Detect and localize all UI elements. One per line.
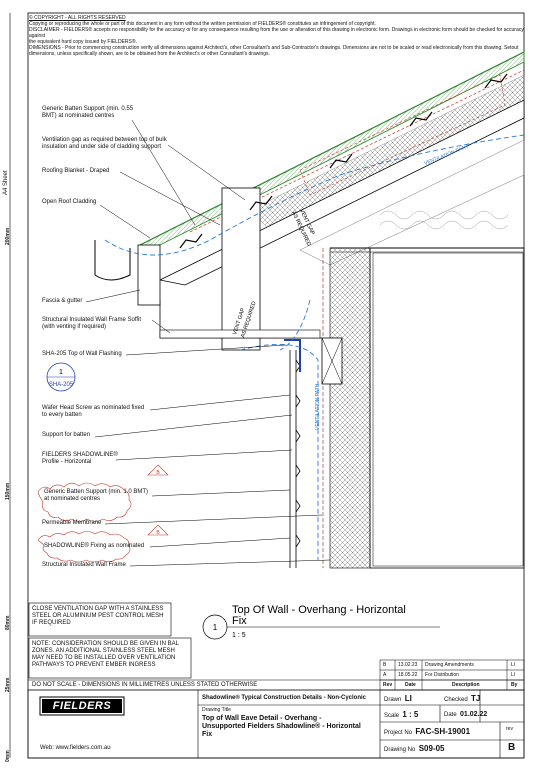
revision-triangle-2 bbox=[147, 524, 169, 536]
label-permeable-membrane: Permeable Membrane bbox=[42, 520, 102, 526]
label-shadowline-fixing: SHADOWLINE® Fixing as nominated bbox=[44, 543, 145, 549]
website-text: Web: www.fielders.com.au bbox=[40, 745, 111, 751]
disclaimer-notice-2: the equivalent hard copy issued by FIELD… bbox=[29, 39, 137, 45]
note-bal-text: NOTE: CONSIDERATION SHOULD BE GIVEN IN B… bbox=[32, 641, 179, 668]
drawing-no-field: Drawing No S09-05 bbox=[384, 744, 445, 754]
roof-cladding bbox=[139, 51, 525, 253]
disclaimer-notice: DISCLAIMER - FIELDERS® accepts no respon… bbox=[29, 27, 524, 39]
revision-triangle-1 bbox=[147, 464, 169, 476]
rev-row-a-description: For Distribution bbox=[425, 672, 459, 678]
fascia bbox=[137, 244, 161, 306]
rev-header-by: By bbox=[511, 682, 518, 688]
scale-field: Scale 1 : 5 bbox=[384, 710, 419, 720]
callout-ref: SHA-205 bbox=[49, 382, 74, 388]
callout-number: 1 bbox=[59, 369, 63, 376]
note-box-bal bbox=[28, 637, 192, 679]
label-shadowline-profile: FIELDERS SHADOWLINE®Profile - Horizontal bbox=[42, 452, 118, 465]
rev-header-date: Date bbox=[405, 682, 416, 688]
rev-row-b-by: LI bbox=[511, 662, 516, 668]
ceiling-batts bbox=[379, 210, 509, 230]
detail-title-number: 1 bbox=[213, 623, 218, 632]
label-open-roof-cladding: Open Roof Cladding bbox=[42, 199, 97, 205]
rev-row-a-rev: A bbox=[383, 672, 387, 678]
top-of-wall-flashing bbox=[284, 339, 301, 372]
roof-ventilation-path bbox=[104, 134, 525, 256]
copying-notice: Copying or reproducing the whole or part… bbox=[29, 21, 376, 27]
label-fascia-gutter: Fascia & gutter bbox=[42, 298, 83, 304]
copyright-notice: © COPYRIGHT - ALL RIGHTS RESERVED bbox=[29, 15, 126, 21]
checked-field: Checked TJ bbox=[444, 694, 481, 704]
roof-battens bbox=[179, 73, 508, 249]
label-generic-batten-support: Generic Batten Support (min. 1.0 BMT)at … bbox=[44, 489, 149, 502]
rev-row-a-by: LI bbox=[511, 672, 516, 678]
revision-marker-2: B bbox=[156, 530, 160, 536]
rev-value: B bbox=[508, 742, 516, 753]
dimensions-notice-2: dimensions, unless specifically shown, a… bbox=[29, 51, 270, 57]
fielders-logo-fill bbox=[42, 699, 122, 713]
label-support-for-batten: Support for batten bbox=[42, 432, 91, 438]
rev-row-b-rev: B bbox=[383, 662, 387, 668]
revision-cloud-fixing bbox=[37, 531, 131, 563]
series-title: Shadowline® Typical Construction Details… bbox=[202, 695, 366, 701]
rev-label: rev bbox=[506, 726, 513, 732]
wall-insulation bbox=[329, 247, 371, 569]
roof-insulation bbox=[249, 74, 525, 231]
drawn-field: Drawn LI bbox=[384, 694, 412, 704]
vent-gap-column bbox=[221, 187, 261, 351]
title-block-grid bbox=[27, 689, 525, 759]
label-top-of-wall-flashing: SHA-205 Top of Wall Flashing bbox=[42, 351, 122, 357]
drawing-title-label: Drawing Title bbox=[202, 707, 231, 713]
wall-ventilation-path-label: VENTILATION PATH bbox=[315, 383, 321, 430]
rev-header-rev: Rev bbox=[383, 682, 393, 688]
rev-header-description: Description bbox=[452, 682, 480, 688]
leader-lines bbox=[85, 119, 331, 567]
roof-cladding-edge bbox=[139, 51, 525, 246]
label-structural-wall-frame: Structural Insulated Wall Frame bbox=[42, 562, 126, 568]
note-box-ventilation bbox=[28, 602, 172, 637]
soffit-board bbox=[159, 329, 321, 339]
wall-frame-interior bbox=[369, 247, 525, 569]
detail-title-line1: Top Of Wall - Overhang - Horizontal bbox=[232, 604, 406, 616]
ceiling-insulation-outline bbox=[299, 139, 525, 266]
do-not-scale-note: DO NOT SCALE - DIMENSIONS IN MILLIMETRES… bbox=[32, 682, 258, 688]
dimensions-notice: DIMENSIONS - Prior to commencing constru… bbox=[29, 45, 519, 51]
rev-row-b-date: 13.02.23 bbox=[398, 662, 418, 668]
drawing-title: Top of Wall Eave Detail - Overhang - Uns… bbox=[202, 715, 361, 738]
fielders-logo-text: FIELDERS bbox=[52, 700, 112, 712]
project-field: Project No FAC-SH-19001 bbox=[384, 727, 471, 737]
label-wall-frame-soffit: Structural Insulated Wall Frame Soffit(w… bbox=[42, 317, 142, 330]
label-roofing-blanket: Roofing Blanket - Draped bbox=[42, 168, 110, 174]
rev-row-a-date: 18.05.22 bbox=[398, 672, 418, 678]
gutter bbox=[94, 240, 131, 281]
revision-marker-1: B bbox=[156, 470, 160, 476]
rev-row-b-description: Drawing Amendments bbox=[425, 662, 474, 668]
label-ventilation-gap: Ventilation gap as required between top … bbox=[42, 137, 167, 150]
shadowline-profile bbox=[289, 350, 301, 568]
revision-cloud-batten bbox=[37, 482, 132, 522]
detail-title-line2: Fix bbox=[232, 615, 247, 627]
date-field: Date 01.02.22 bbox=[444, 711, 488, 718]
notice-block: © COPYRIGHT - ALL RIGHTS RESERVED Copyin… bbox=[29, 15, 529, 57]
wall-ventilation-path bbox=[239, 343, 319, 560]
detail-title-scale: 1 : 5 bbox=[232, 632, 246, 639]
